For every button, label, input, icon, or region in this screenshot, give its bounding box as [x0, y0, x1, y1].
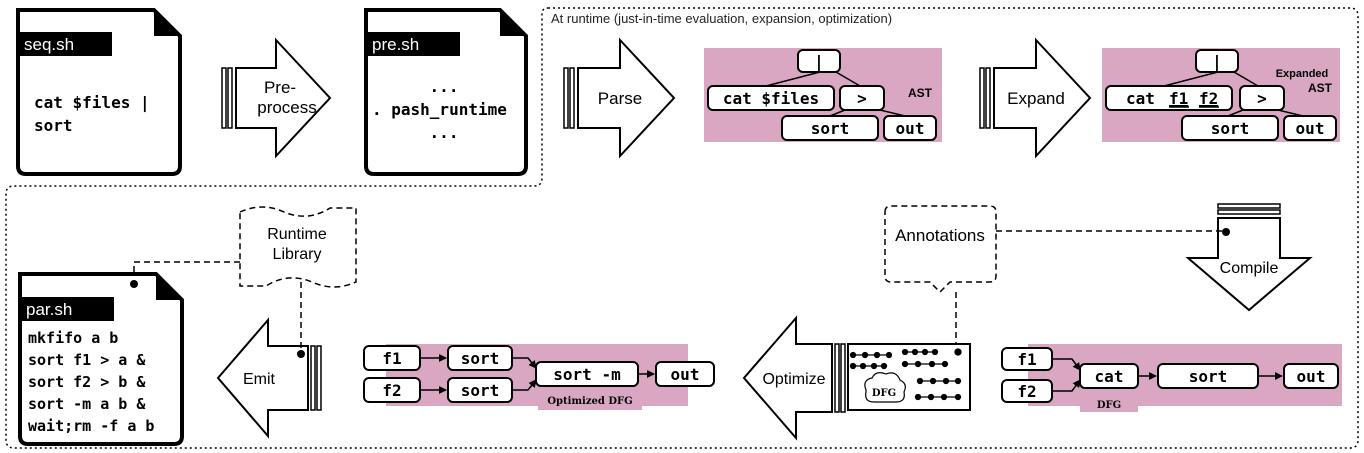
svg-text:sort: sort — [461, 349, 500, 368]
dfg-label: DFG — [1097, 400, 1121, 411]
svg-text:out: out — [671, 365, 700, 384]
optimized-dfg: f1 f2 sort sort sort -m out Optimized DF… — [363, 344, 715, 410]
svg-text:f2: f2 — [1017, 382, 1036, 401]
runtime-library-box: Runtime Library — [239, 206, 357, 288]
svg-text:f1: f1 — [382, 349, 401, 368]
svg-text:sort: sort — [811, 119, 850, 138]
runtime-library-label-1: Runtime — [267, 226, 327, 243]
expanded-ast-cat-node — [1105, 85, 1233, 111]
svg-text:sort: sort — [461, 381, 500, 400]
preprocess-arrow: Pre- process — [221, 37, 332, 159]
svg-text:cat: cat — [1126, 89, 1155, 108]
par-sh-line-4: sort -m a b & — [28, 395, 146, 413]
svg-text:out: out — [1296, 119, 1325, 138]
par-sh-filename: par.sh — [26, 300, 72, 319]
ast-out-node — [883, 115, 937, 141]
ast-sort-node — [781, 115, 879, 141]
pre-sh-filename: pre.sh — [372, 35, 419, 54]
ast-tree: | cat $files > AST sort out — [704, 48, 942, 142]
expanded-ast-f2: f2 — [1199, 89, 1218, 108]
pre-sh-file: pre.sh ... . pash_runtime ... — [364, 8, 528, 176]
dfg-cloud-label: DFG — [872, 388, 896, 399]
emit-arrow: Emit — [216, 317, 322, 439]
expanded-ast-out-node — [1283, 115, 1337, 141]
pre-sh-line-1: ... — [430, 77, 459, 96]
expanded-ast-label-2: AST — [1308, 81, 1333, 95]
expand-label: Expand — [1007, 89, 1065, 108]
pre-sh-line-2: . pash_runtime — [372, 100, 507, 119]
par-sh-line-5: wait;rm -f a b — [28, 417, 154, 435]
optimize-arrow: Optimize — [742, 315, 846, 441]
ast-label: AST — [908, 86, 933, 100]
ast-pipe-node — [797, 49, 841, 73]
par-sh-line-1: mkfifo a b — [28, 329, 118, 347]
compile-arrow: Compile — [1185, 203, 1313, 312]
opt-out-node — [655, 361, 715, 387]
parse-label: Parse — [598, 89, 642, 108]
dfg-graph-thumbnail: DFG — [847, 343, 971, 411]
par-sh-line-2: sort f1 > a & — [28, 351, 146, 369]
optimized-dfg-label: Optimized DFG — [547, 396, 632, 407]
seq-sh-file: seq.sh cat $files | sort — [16, 8, 182, 176]
svg-text:sort: sort — [1211, 119, 1250, 138]
runtime-region-label: At runtime (just-in-time evaluation, exp… — [551, 11, 892, 26]
seq-sh-line-2: sort — [34, 116, 73, 135]
seq-sh-line-1: cat $files | — [34, 93, 150, 113]
svg-text:out: out — [1297, 367, 1326, 386]
runtime-region-border — [5, 7, 1359, 449]
svg-text:f1: f1 — [1017, 350, 1036, 369]
svg-text:sort -m: sort -m — [553, 365, 621, 384]
svg-text:>: > — [1257, 89, 1267, 108]
compile-label: Compile — [1220, 260, 1279, 277]
svg-text:|: | — [1212, 52, 1222, 72]
par-sh-line-3: sort f2 > b & — [28, 373, 146, 391]
preprocess-label-2: process — [257, 98, 317, 117]
runtime-library-label-2: Library — [273, 246, 322, 263]
expanded-ast-sort-node — [1181, 115, 1279, 141]
expand-arrow: Expand — [979, 37, 1092, 159]
ast-redirect-node — [839, 85, 885, 111]
emit-label: Emit — [243, 371, 276, 388]
svg-text:cat $files: cat $files — [723, 89, 819, 108]
svg-text:sort: sort — [1189, 367, 1228, 386]
parse-arrow: Parse — [563, 37, 676, 159]
svg-text:cat: cat — [1095, 367, 1124, 386]
expanded-ast-f1: f1 — [1169, 89, 1188, 108]
dfg: f1 f2 cat sort out DFG — [1001, 344, 1342, 412]
svg-text:out: out — [896, 119, 925, 138]
pre-sh-line-3: ... — [430, 123, 459, 142]
svg-text:f2: f2 — [382, 381, 401, 400]
optimize-label: Optimize — [762, 371, 825, 388]
expanded-ast-redirect-node — [1239, 85, 1285, 111]
expanded-ast-pipe-node — [1195, 49, 1239, 73]
preprocess-label-1: Pre- — [264, 78, 296, 97]
annotations-box: Annotations — [884, 205, 997, 294]
dfg-out-node — [1283, 363, 1339, 389]
par-sh-file: par.sh mkfifo a b sort f1 > a & sort f2 … — [18, 272, 184, 446]
svg-text:|: | — [814, 52, 824, 72]
expanded-ast-label-1: Expanded — [1276, 68, 1329, 80]
expanded-ast-tree: | Expanded AST cat f1 f2 > sort out — [1102, 48, 1340, 142]
ast-cat-node — [707, 85, 835, 111]
annotations-label: Annotations — [895, 226, 985, 245]
seq-sh-filename: seq.sh — [24, 35, 74, 54]
svg-text:>: > — [857, 89, 867, 108]
